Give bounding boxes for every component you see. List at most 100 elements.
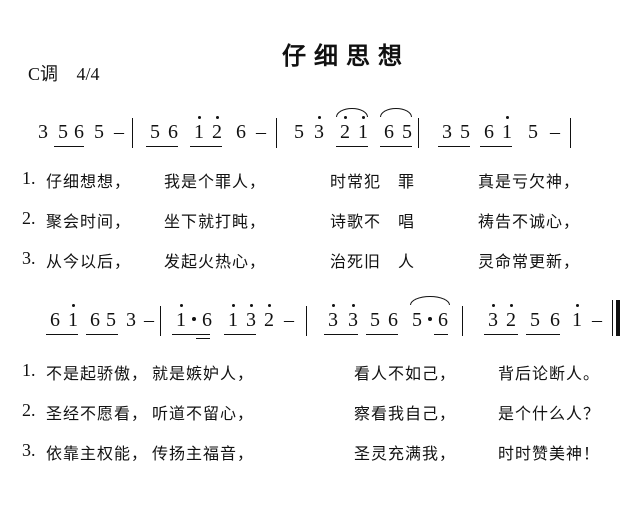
lyric-phrase: 灵命常更新， — [478, 252, 581, 271]
lyric-phrase: 时时赞美神！ — [498, 444, 601, 463]
note: 5 — [106, 309, 116, 331]
octave-dot — [509, 304, 513, 307]
lyric-line-verse-2: 2.圣经不愿看，听道不留心，察看我自己，是个什么人？ — [22, 400, 640, 424]
note: 3 — [348, 309, 358, 331]
verse-number: 2. — [22, 400, 36, 420]
beam-underline — [526, 334, 560, 336]
note: 1 — [68, 309, 78, 331]
verse-number: 1. — [22, 360, 36, 380]
bar-line — [306, 306, 308, 336]
beam-underline — [434, 334, 448, 336]
lyric-phrase: 仔细想想， — [46, 172, 132, 191]
octave-dot — [331, 304, 335, 307]
note: 6 — [438, 309, 448, 331]
bar-line — [418, 118, 420, 148]
dash-extension: – — [592, 309, 602, 331]
note: 5 — [530, 309, 540, 331]
lyric-phrase: 圣灵充满我， — [354, 444, 457, 463]
note: 6 — [74, 121, 84, 143]
octave-dot — [215, 116, 219, 119]
lyric-phrase: 传扬主福音， — [152, 444, 255, 463]
tonality: C调 — [28, 64, 59, 84]
lyric-phrase: 圣经不愿看， — [46, 404, 149, 423]
beam-underline — [480, 146, 512, 148]
dash-extension: – — [144, 309, 154, 331]
dash-extension: – — [284, 309, 294, 331]
note: 5 — [58, 121, 68, 143]
note: 1 — [572, 309, 582, 331]
lyric-phrase: 祷告不诚心， — [478, 212, 581, 231]
beam-underline — [366, 334, 398, 336]
lyric-phrase: 真是亏欠神， — [478, 172, 581, 191]
lyric-phrase: 依靠主权能， — [46, 444, 149, 463]
bar-line — [276, 118, 278, 148]
beam-underline — [190, 146, 222, 148]
note: 6 — [484, 121, 494, 143]
octave-dot — [361, 116, 365, 119]
beam-underline — [324, 334, 358, 336]
note: 5 — [294, 121, 304, 143]
note: 5 — [94, 121, 104, 143]
beam-underline — [336, 146, 368, 148]
lyric-phrase: 诗歌不 唱 — [330, 212, 416, 231]
note: 1 — [228, 309, 238, 331]
beam-underline — [54, 146, 84, 148]
bar-line — [462, 306, 464, 336]
lyric-line-verse-3: 3. 依靠主权能，传扬主福音， 圣灵充满我， 时时赞美神！ — [22, 440, 640, 464]
lyric-phrase: 就是嫉妒人， — [152, 364, 255, 383]
lyric-phrase: 从今以后， — [46, 252, 132, 271]
lyric-phrase: 我是个罪人， — [164, 172, 267, 191]
song-title: 仔细思想 — [282, 42, 410, 70]
verse-number: 2. — [22, 208, 36, 228]
note: 3 — [328, 309, 338, 331]
note: 5 — [460, 121, 470, 143]
lyric-phrase: 察看我自己， — [354, 404, 457, 423]
lyric-line-verse-3: 3. 从今以后， 发起火热心， 治死旧 人 灵命常更新， — [22, 248, 640, 272]
note: 3 — [442, 121, 452, 143]
note: 6 — [50, 309, 60, 331]
note: 2 — [340, 121, 350, 143]
octave-dot — [317, 116, 321, 119]
augmentation-dot — [428, 317, 432, 321]
octave-dot — [575, 304, 579, 307]
octave-dot — [197, 116, 201, 119]
note: 6 — [550, 309, 560, 331]
note: 6 — [90, 309, 100, 331]
beam-underline — [438, 146, 470, 148]
note: 5 — [412, 309, 422, 331]
augmentation-dot — [192, 317, 196, 321]
octave-dot — [351, 304, 355, 307]
bar-line — [160, 306, 162, 336]
lyric-line-verse-1: 1.不是起骄傲，就是嫉妒人，看人不如己，背后论断人。 — [22, 360, 640, 384]
verse-number: 3. — [22, 248, 36, 268]
beam-underline-secondary — [196, 338, 210, 340]
note: 6 — [168, 121, 178, 143]
final-bar-thick — [616, 300, 620, 336]
lyric-phrase: 治死旧 人 — [330, 252, 416, 271]
note: 6 — [236, 121, 246, 143]
slur — [336, 108, 368, 117]
note: 6 — [388, 309, 398, 331]
key-signature: C调 4/4 — [28, 60, 114, 86]
octave-dot — [491, 304, 495, 307]
note: 2 — [506, 309, 516, 331]
note: 6 — [384, 121, 394, 143]
note: 1 — [502, 121, 512, 143]
verse-number: 3. — [22, 440, 36, 460]
lyric-phrase: 发起火热心， — [164, 252, 267, 271]
note: 5 — [402, 121, 412, 143]
lyric-line-verse-2: 2.聚会时间，坐下就打盹，诗歌不 唱祷告不诚心， — [22, 208, 640, 232]
note: 1 — [176, 309, 186, 331]
beam-underline — [146, 146, 178, 148]
note: 5 — [528, 121, 538, 143]
final-bar-thin — [612, 300, 614, 336]
octave-dot — [179, 304, 183, 307]
octave-dot — [505, 116, 509, 119]
octave-dot — [267, 304, 271, 307]
note: 1 — [358, 121, 368, 143]
note: 1 — [194, 121, 204, 143]
slur — [380, 108, 412, 117]
lyric-phrase: 是个什么人？ — [498, 404, 601, 423]
beam-underline — [172, 334, 210, 336]
